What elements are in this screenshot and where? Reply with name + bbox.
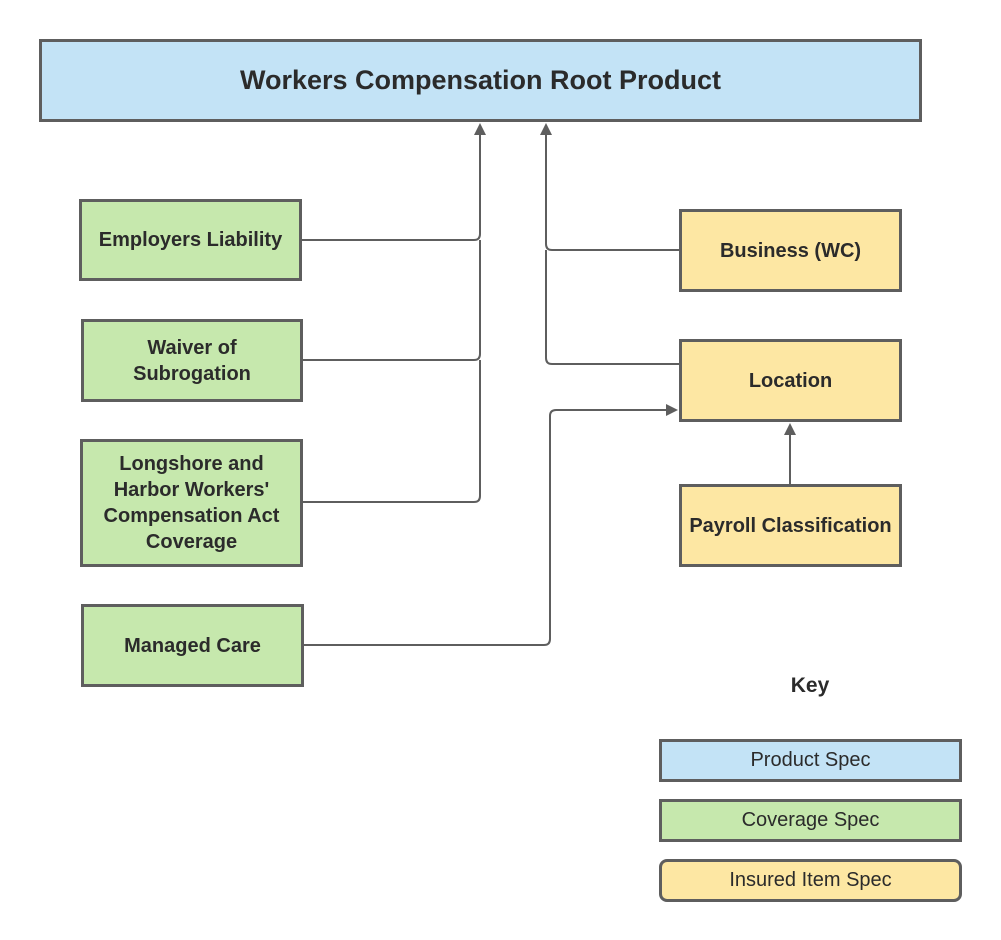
- edge-location-to-root: [545, 250, 679, 365]
- legend-coverage-spec: Coverage Spec: [659, 799, 962, 842]
- insured-business-node: Business (WC): [679, 209, 902, 292]
- coverage-waiver-of-subrogation-node: Waiver of Subrogation: [81, 319, 303, 402]
- coverage-longshore-node: Longshore and Harbor Workers' Compensati…: [80, 439, 303, 567]
- legend-insured-item-spec: Insured Item Spec: [659, 859, 962, 902]
- coverage-managed-care-node: Managed Care: [81, 604, 304, 687]
- legend-title: Key: [790, 674, 830, 697]
- coverage-employers-liability-node: Employers Liability: [79, 199, 302, 281]
- insured-location-node: Location: [679, 339, 902, 422]
- insured-payroll-classification-node: Payroll Classification: [679, 484, 902, 567]
- edge-waiver-to-root: [303, 240, 481, 361]
- edge-managed-care-to-location: [304, 404, 678, 646]
- edge-employers-to-root: [302, 123, 486, 241]
- root-product-node: Workers Compensation Root Product: [39, 39, 922, 122]
- legend-product-spec: Product Spec: [659, 739, 962, 782]
- edge-business-to-root: [540, 123, 679, 251]
- edge-longshore-to-root: [303, 360, 481, 503]
